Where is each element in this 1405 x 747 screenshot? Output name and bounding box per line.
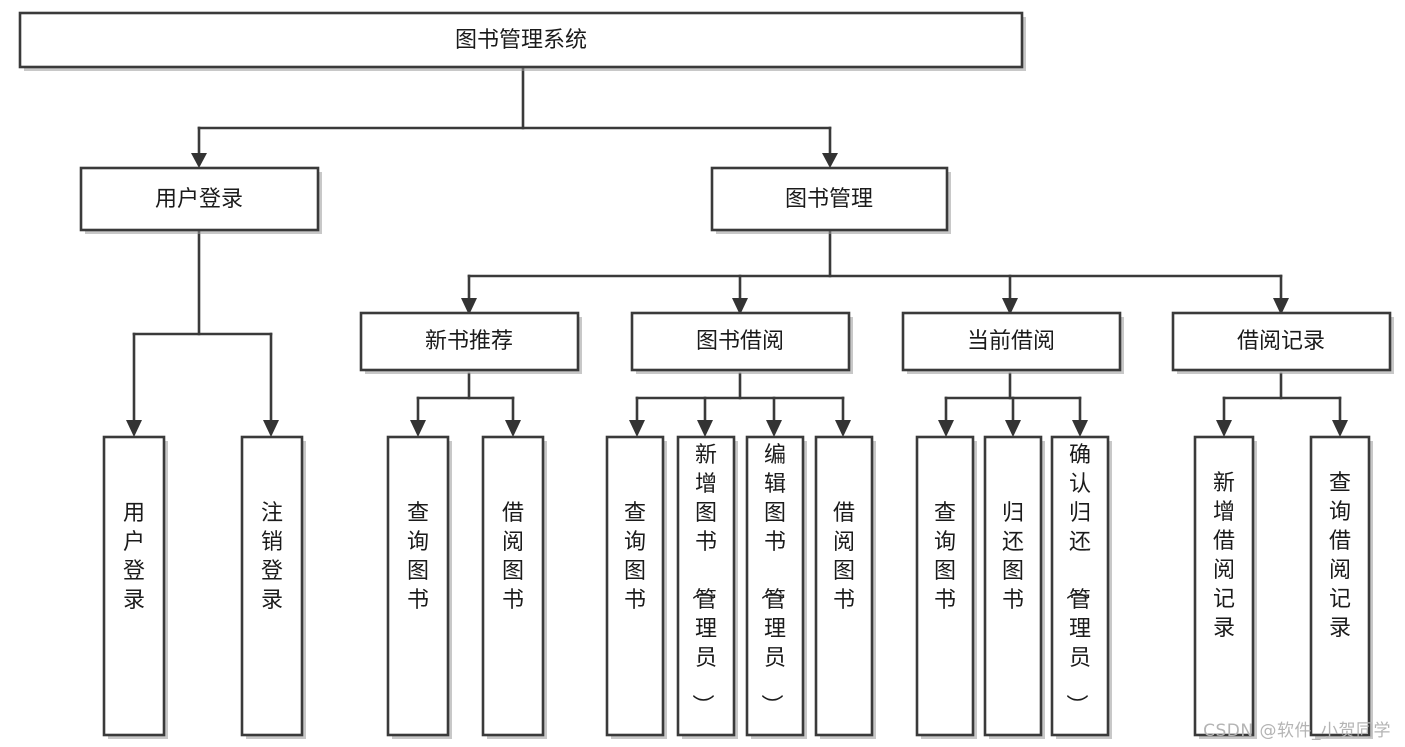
leaf-logout-label: 注销登录 [261, 501, 283, 613]
leaf-query-book-3-label: 查询图书 [934, 501, 956, 613]
user-login-label: 用户登录 [155, 187, 243, 212]
arrow-current-borrow [1002, 298, 1018, 315]
leaf-logout-box [240, 435, 304, 737]
node-book-borrow[interactable]: 图书借阅 [630, 311, 853, 374]
node-leaf-user-login[interactable]: 用户登录 [102, 435, 168, 739]
cb-box [901, 311, 1122, 372]
user-login-box [79, 166, 320, 232]
node-leaf-add-book[interactable]: 新增图书（管理员） [676, 435, 738, 739]
leaf-confirm-return-label: 确认归还（管理员） [1063, 443, 1091, 716]
leaf-query-book-1-box [386, 435, 450, 737]
arrow-leaf-logout [263, 420, 279, 437]
leaf-borrow-book-2-label: 借阅图书 [833, 501, 855, 613]
arrow-leaf-borrow-book-1 [505, 420, 521, 437]
cb-label: 当前借阅 [967, 329, 1055, 354]
book-manage-box [710, 166, 949, 232]
arrow-book-manage [822, 153, 838, 168]
leaf-edit-book-label: 编辑图书（管理员） [758, 443, 786, 716]
leaf-query-book-2-box [605, 435, 665, 737]
arrow-user-login [191, 153, 207, 168]
nbr-label: 新书推荐 [425, 329, 513, 354]
node-leaf-logout[interactable]: 注销登录 [240, 435, 306, 739]
root-box [18, 11, 1024, 69]
leaf-confirm-return-box [1050, 435, 1110, 737]
br-box [1171, 311, 1392, 372]
leaf-borrow-book-1-label: 借阅图书 [502, 501, 524, 613]
arrow-leaf-add-book [697, 420, 713, 437]
arrow-leaf-query-book-2 [629, 420, 645, 437]
leaf-add-book-label: 新增图书（管理员） [689, 443, 717, 716]
node-leaf-edit-book[interactable]: 编辑图书（管理员） [745, 435, 807, 739]
arrow-book-borrow [732, 298, 748, 315]
leaf-query-record-box [1309, 435, 1371, 737]
leaf-borrow-book-2-box [814, 435, 874, 737]
leaf-edit-book-box [745, 435, 805, 737]
leaf-add-book-box [676, 435, 736, 737]
arrow-leaf-return-book [1005, 420, 1021, 437]
arrow-leaf-borrow-book-2 [835, 420, 851, 437]
leaf-query-record-label: 查询借阅记录 [1329, 471, 1351, 641]
node-leaf-query-record[interactable]: 查询借阅记录 [1309, 435, 1373, 739]
nbr-box [359, 311, 580, 372]
leaf-add-record-label: 新增借阅记录 [1213, 471, 1235, 641]
root-label: 图书管理系统 [455, 28, 587, 53]
node-book-manage[interactable]: 图书管理 [710, 166, 951, 234]
node-leaf-add-record[interactable]: 新增借阅记录 [1193, 435, 1257, 739]
leaf-return-book-box [983, 435, 1043, 737]
leaf-user-login-box [102, 435, 166, 737]
node-root[interactable]: 图书管理系统 [18, 11, 1026, 71]
node-leaf-confirm-return[interactable]: 确认归还（管理员） [1050, 435, 1112, 739]
node-current-borrow[interactable]: 当前借阅 [901, 311, 1124, 374]
leaf-add-record-box [1193, 435, 1255, 737]
arrow-leaf-user-login [126, 420, 142, 437]
node-leaf-query-book-1[interactable]: 查询图书 [386, 435, 452, 739]
csdn-watermark: CSDN @软件_小贺同学 [1203, 721, 1391, 741]
node-leaf-borrow-book-1[interactable]: 借阅图书 [481, 435, 547, 739]
node-leaf-return-book[interactable]: 归还图书 [983, 435, 1045, 739]
leaf-borrow-book-1-box [481, 435, 545, 737]
arrow-leaf-query-record [1332, 420, 1348, 437]
arrow-leaf-add-record [1216, 420, 1232, 437]
arrow-leaf-confirm-return [1072, 420, 1088, 437]
node-borrow-record[interactable]: 借阅记录 [1171, 311, 1394, 374]
leaf-return-book-label: 归还图书 [1002, 501, 1024, 613]
leaf-query-book-1-label: 查询图书 [407, 501, 429, 613]
arrow-leaf-edit-book [766, 420, 782, 437]
arrow-borrow-record [1273, 298, 1289, 315]
bb-label: 图书借阅 [696, 329, 784, 354]
bb-box [630, 311, 851, 372]
arrow-leaf-query-book-3 [938, 420, 954, 437]
node-user-login[interactable]: 用户登录 [79, 166, 322, 234]
leaf-user-login-label: 用户登录 [123, 501, 145, 613]
node-leaf-query-book-2[interactable]: 查询图书 [605, 435, 667, 739]
node-new-book-recommend[interactable]: 新书推荐 [359, 311, 582, 374]
node-leaf-borrow-book-2[interactable]: 借阅图书 [814, 435, 876, 739]
edges-group [126, 65, 1348, 437]
br-label: 借阅记录 [1237, 329, 1325, 354]
arrow-leaf-query-book-1 [410, 420, 426, 437]
book-manage-label: 图书管理 [785, 187, 873, 212]
leaf-query-book-3-box [915, 435, 975, 737]
leaf-query-book-2-label: 查询图书 [624, 501, 646, 613]
arrow-new-book-recommend [461, 298, 477, 315]
node-leaf-query-book-3[interactable]: 查询图书 [915, 435, 977, 739]
